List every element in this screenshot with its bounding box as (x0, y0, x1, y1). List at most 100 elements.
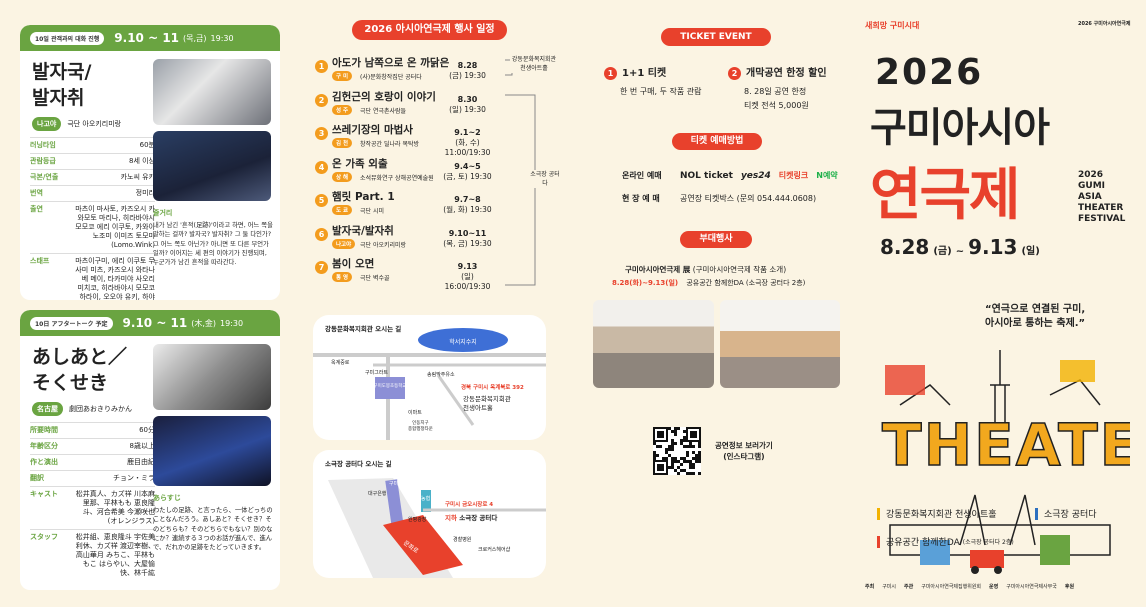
info-value: 60분 (139, 141, 155, 149)
vendor-naver[interactable]: N예약 (816, 171, 838, 180)
region-badge: 김 천 (332, 138, 353, 148)
map-label-salon: 크로커스헤어샵 (478, 547, 511, 553)
map-venue: 지하 소극장 공터다 (445, 514, 498, 522)
map-theater-drawing (328, 478, 546, 578)
map-card-hall: 강동문화복지회관 오시는 길 학서지수지 옥계중로 구미그라트 구미도봉초등학교… (313, 315, 546, 440)
side-event-header: 부대행사 (680, 231, 752, 248)
map-label-plaza: 원평광장 (408, 517, 427, 523)
schedule-date: 9.1~2(화, 수) 11:00/19:30 (444, 128, 491, 157)
schedule-venue: (사)문화창작집단 공터다 (360, 74, 422, 81)
schedule-venue: 극단 시미 (360, 208, 384, 215)
vendor-yes24[interactable]: yes24 (740, 170, 771, 181)
schedule-title: 봄이 오면 (332, 258, 375, 270)
region-badge: 구 미 (332, 71, 353, 81)
info-row: キャスト 松井真人、カズ祥 川本麻里那、平林もも 恵良隆斗、河合希美 今瀬咲也(オ… (30, 486, 155, 529)
info-key: キャスト (30, 490, 58, 498)
map-landmark-lake: 학서지수지 (449, 339, 477, 346)
info-value: 카노씨 유키 (120, 173, 155, 181)
schedule-date: 9.4~5(금, 토) 19:30 (443, 161, 492, 181)
schedule-venue: 극단 아오키리미랑 (360, 241, 407, 249)
vendor-ticketlink[interactable]: 티켓링크 (778, 171, 809, 180)
theater-illustration: THEATER (881, 350, 1130, 574)
schedule-venue: 극단 벽수골 (360, 275, 390, 282)
info-key: 극본/연출 (30, 173, 59, 181)
info-value: 松井真人、カズ祥 川本麻里那、平林もも 恵良隆斗、河合希美 今瀬咲也(オレンジラ… (75, 490, 155, 525)
info-key: 스태프 (30, 257, 50, 265)
map-road-1: 옥계중로 (331, 360, 350, 366)
info-row: 作と演出鹿目由紀 (30, 454, 155, 470)
schedule-venue: 소석뮤화연구 상해공연예술원 (360, 174, 434, 182)
festival-title-1: 구미아시아 (870, 105, 1050, 151)
region-pill: 나고야 (32, 117, 62, 131)
info-key: 러닝타임 (30, 141, 56, 149)
ticket-onsite-row: 현 장 예 매 공연장 티켓박스 (문의 054.444.0608) (622, 194, 817, 203)
schedule-number: 2 (315, 93, 328, 107)
info-key: 번역 (30, 189, 43, 197)
info-key: 翻訳 (30, 474, 44, 482)
map-address: 구미시 금오시장로 4 (445, 502, 494, 508)
synopsis: 줄거리 내가 남긴 '흔적(足跡)'이라고 하면, 어느 쪽을 말하는 걸까? … (153, 209, 273, 267)
venue-item: 강동문화복지회관 천생아트홀 (877, 507, 997, 520)
show-tag: 10일 관객과의 대화 진행 (30, 31, 105, 45)
map-label-hospital: 경찰병원 (453, 537, 472, 543)
festival-dates: 8.28 (금) ~ 9.13 (일) (880, 235, 1040, 259)
info-row: 극본/연출 카노씨 유키 (30, 169, 155, 185)
schedule-date: 9.10~11(목, 금) 19:30 (443, 228, 492, 248)
exhibit-photo-2 (720, 300, 840, 388)
info-value: 마츠이구미, 에리 이쿠토 무사미 미츠, 카즈오시 와타나베 메이, 타카미야… (75, 257, 155, 300)
theater-word: THEATER (882, 411, 1130, 479)
show-title: 발자국/ 발자취 (32, 61, 92, 109)
map-address: 경북 구미시 옥계북로 392 (461, 385, 524, 391)
info-row: 번역 정미라 (30, 185, 155, 201)
map-hall-drawing (313, 328, 546, 440)
schedule-date: 9.7~8(월, 화) 19:30 (443, 195, 492, 214)
region-badge: 성 주 (332, 104, 353, 115)
schedule-title: 발자국/발자취 (332, 224, 394, 237)
schedule-date: 8.30(일) 19:30 (449, 94, 486, 114)
show-days: (木,金) (191, 318, 217, 328)
schedule-number: 1 (315, 60, 328, 73)
ticket-online-row: 온라인 예매 NOL ticket yes24 티켓링크 N예약 (622, 170, 838, 181)
map-road-2: 구미그라트 (365, 370, 389, 376)
show-card-header: 10日 アフタートーク 予定 9.10 ~ 11 (木,金) 19:30 (20, 310, 280, 336)
show-title: あしあと／ そくせき (32, 346, 128, 394)
info-value: 鹿目由紀 (127, 458, 155, 466)
schedule-header: 2026 아시아연극제 행사 일정 (352, 20, 507, 40)
info-value: 정미라 (135, 189, 155, 197)
exhibit-title: 구미아시아연극제 展 (구미아시아연극제 작품 소개) (625, 265, 787, 274)
region-badge: 상 해 (332, 171, 353, 182)
show-card-korean: 10일 관객과의 대화 진행 9.10 ~ 11 (목,금) 19:30 발자국… (20, 25, 280, 300)
show-days: (목,금) (183, 33, 207, 43)
qr-caption: 공연정보 보러가기 (인스타그램) (715, 441, 773, 461)
map-hall-label: 강동문화복지회관 천생아트홀 (463, 395, 511, 412)
schedule-date: 9.13(일) 16:00/19:30 (444, 262, 491, 291)
schedule-title: 아도가 남쪽으로 온 까닭은 (332, 57, 450, 69)
map-label-bank: 대구은행 (368, 491, 387, 497)
info-key: 年齢区分 (30, 442, 58, 450)
show-photo-1 (153, 59, 271, 125)
show-tag: 10日 アフタートーク 予定 (30, 316, 113, 330)
region-pill: 名古屋 (32, 402, 63, 416)
show-date: 9.10 ~ 11 (114, 31, 180, 45)
schedule-date: 8.28(금) 19:30 (449, 61, 486, 80)
festival-year: 2026 (875, 52, 984, 93)
map-school: 구미도봉초등학교 (373, 384, 407, 389)
map-title: 소극장 공터다 오시는 길 (325, 460, 392, 468)
info-key: 관람등급 (30, 157, 56, 165)
vendor-nol[interactable]: NOL ticket (680, 170, 733, 181)
schedule-title: 쓰레기장의 마법사 (332, 124, 413, 136)
show-time: 19:30 (210, 33, 234, 43)
qr-code[interactable] (653, 427, 701, 475)
map-card-theater: 소극장 공터다 오시는 길 대구은행 구미역 농협 원평광장 문화로 구미시 금… (313, 450, 546, 578)
show-card-header: 10일 관객과의 대화 진행 9.10 ~ 11 (목,금) 19:30 (20, 25, 280, 51)
schedule-number: 5 (315, 194, 328, 207)
